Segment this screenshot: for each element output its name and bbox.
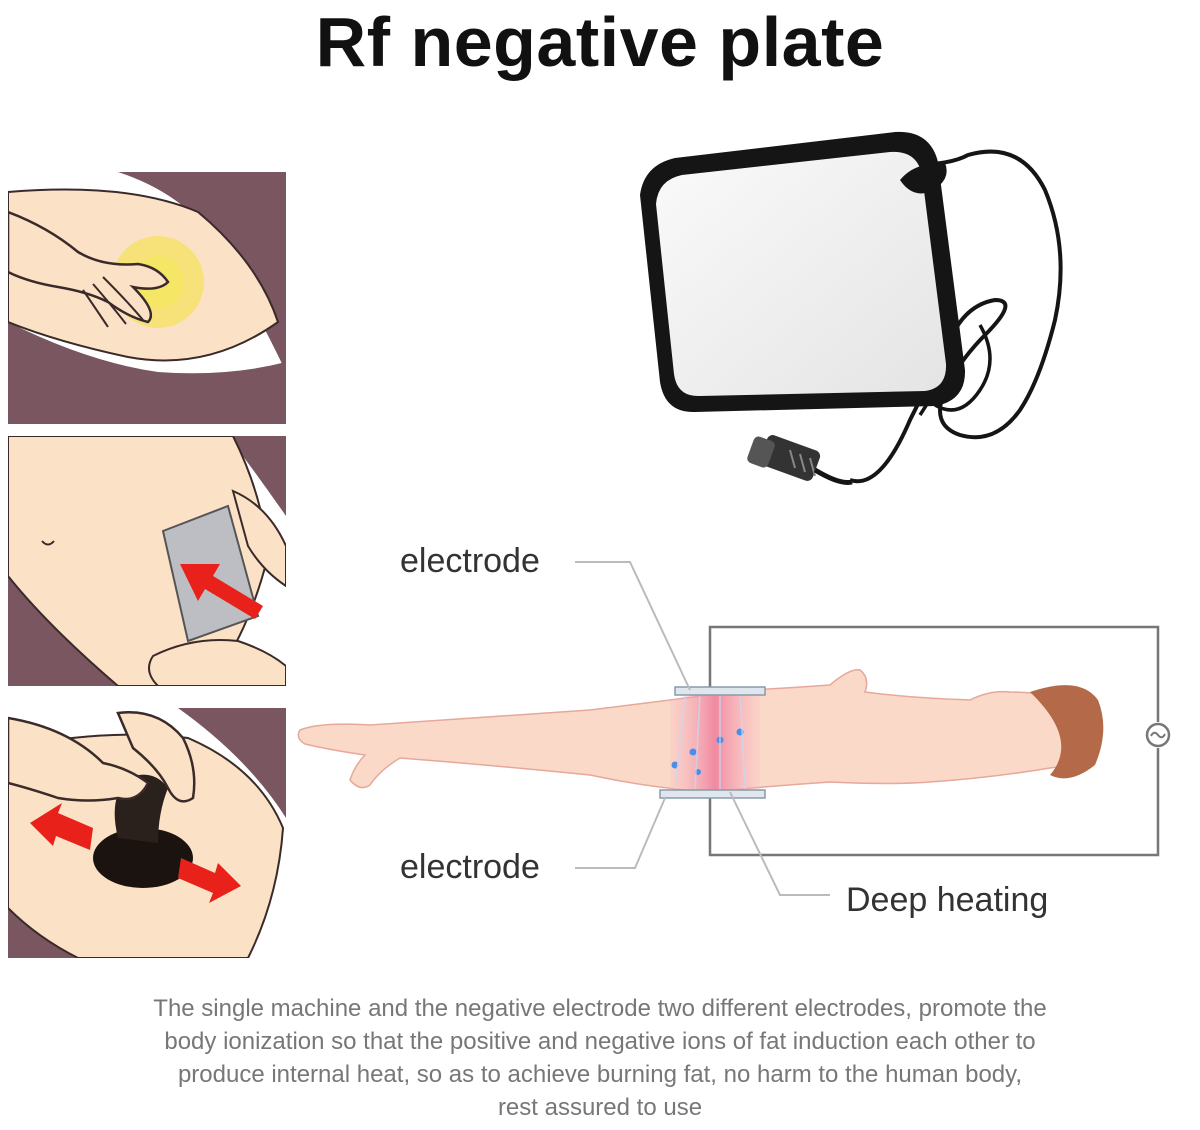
caption-line: body ionization so that the positive and… xyxy=(164,1028,1036,1055)
page-title: Rf negative plate xyxy=(315,3,885,81)
ac-source-icon xyxy=(1145,722,1171,748)
connector-icon xyxy=(747,435,853,485)
caption-line: produce internal heat, so as to achieve … xyxy=(177,1061,1023,1088)
hand-icon xyxy=(8,711,196,803)
caption-line: The single machine and the negative elec… xyxy=(153,995,1047,1022)
body-electrode-diagram xyxy=(290,560,1180,985)
leader-lines xyxy=(575,561,830,896)
top-electrode xyxy=(674,686,766,696)
usage-illustration-rotate xyxy=(8,708,286,958)
rf-plate-product-image xyxy=(600,120,1100,545)
deep-heating-zone xyxy=(670,688,760,793)
human-body xyxy=(297,669,1104,793)
usage-illustration-massage xyxy=(8,172,286,424)
label-electrode-top: electrode xyxy=(400,542,540,580)
label-deep-heating: Deep heating xyxy=(846,881,1049,919)
caption-line: rest assured to use xyxy=(497,1094,703,1121)
usage-illustration-push xyxy=(8,436,286,686)
hand-icon xyxy=(8,210,170,328)
rf-handle xyxy=(93,828,193,888)
arrow-icon xyxy=(180,564,263,619)
bottom-electrode xyxy=(659,789,766,799)
description-caption: The single machine and the negative elec… xyxy=(10,992,1190,1124)
hand-icon xyxy=(148,489,286,686)
circuit-wire xyxy=(708,625,1160,857)
arrow-icon xyxy=(30,803,241,903)
label-electrode-bottom: electrode xyxy=(400,848,540,886)
